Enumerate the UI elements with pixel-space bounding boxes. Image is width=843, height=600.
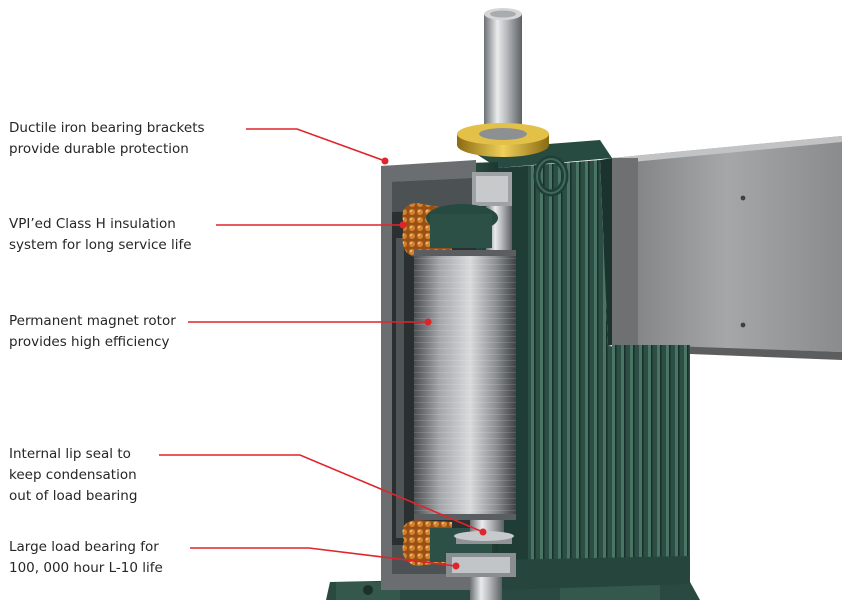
motor-shaft <box>457 8 549 256</box>
leader-dot-brackets <box>381 157 389 165</box>
callout-text-line: system for long service life <box>9 237 192 253</box>
rotor <box>414 250 516 520</box>
leader-dots <box>381 157 487 570</box>
leader-lines <box>159 128 484 567</box>
callout-bearing-brackets: Ductile iron bearing brackets provide du… <box>9 118 205 160</box>
callout-text-line: provides high efficiency <box>9 334 170 350</box>
callout-lip-seal: Internal lip seal to keep condensation o… <box>9 444 137 507</box>
callout-load-bearing: Large load bearing for 100, 000 hour L-1… <box>9 537 163 579</box>
callout-insulation: VPI’ed Class H insulation system for lon… <box>9 214 192 256</box>
leader-dot-rotor <box>424 318 432 326</box>
callout-text-line: VPI’ed Class H insulation <box>9 216 176 232</box>
callout-text-line: provide durable protection <box>9 141 189 157</box>
callout-text-line: keep condensation <box>9 467 137 483</box>
callout-text-line: Internal lip seal to <box>9 446 131 462</box>
leader-line-brackets <box>246 128 386 162</box>
leader-dot-load-bearing <box>452 562 460 570</box>
callout-rotor: Permanent magnet rotor provides high eff… <box>9 311 176 353</box>
terminal-box <box>612 136 842 360</box>
leader-line-load-bearing <box>190 547 457 567</box>
callout-text-line: out of load bearing <box>9 488 138 504</box>
callout-text-line: 100, 000 hour L-10 life <box>9 560 163 576</box>
callout-text-line: Permanent magnet rotor <box>9 313 176 329</box>
callout-text-line: Ductile iron bearing brackets <box>9 120 205 136</box>
leader-dot-lip-seal <box>479 528 487 536</box>
callout-text-line: Large load bearing for <box>9 539 159 555</box>
leader-line-lip-seal <box>159 454 484 533</box>
leader-dot-insulation <box>399 221 407 229</box>
